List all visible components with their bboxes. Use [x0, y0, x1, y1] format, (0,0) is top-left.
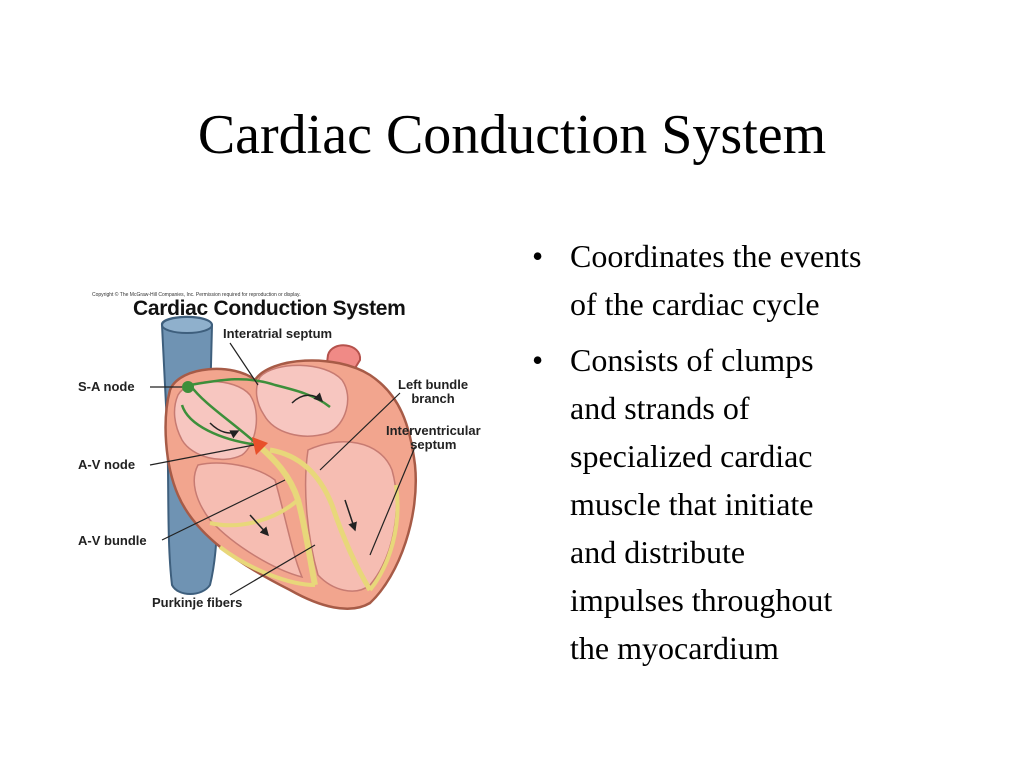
leader-purkinje-fibers [229, 544, 316, 596]
figure-title: Cardiac Conduction System [133, 297, 406, 320]
label-purkinje-fibers: Purkinje fibers [152, 595, 243, 610]
leader-interatrial-septum [229, 342, 259, 386]
heart-diagram [70, 285, 510, 615]
leader-interventricular-septum [369, 446, 416, 556]
label-left-bundle-branch: Left bundle branch [398, 377, 469, 406]
bullet-text: Coordinates the events of the cardiac cy… [570, 238, 862, 322]
sa-node [182, 381, 194, 393]
right-ventricle [193, 462, 304, 579]
bullet-list: • Coordinates the events of the cardiac … [528, 232, 968, 680]
leader-av-bundle [161, 479, 286, 541]
bullet-dot: • [532, 238, 544, 274]
left-atrium [255, 364, 349, 437]
label-interatrial-septum: Interatrial septum [223, 326, 333, 341]
flow-arrow [291, 392, 324, 404]
internodal-pathway [189, 384, 259, 446]
purkinje-fiber [368, 484, 400, 592]
purkinje-fiber [218, 545, 316, 587]
flow-arrow [344, 499, 357, 532]
bullet-item: • Consists of clumps and strands of spec… [528, 336, 968, 672]
leader-left-bundle-branch [319, 392, 401, 471]
bullet-item: • Coordinates the events of the cardiac … [528, 232, 968, 328]
label-av-bundle: A-V bundle [78, 533, 147, 548]
flow-arrow [249, 514, 270, 537]
bullet-dot: • [532, 342, 544, 378]
figure-copyright: Copyright © The McGraw-Hill Companies, I… [92, 292, 301, 298]
page-title: Cardiac Conduction System [197, 104, 827, 166]
label-av-node: A-V node [78, 457, 136, 472]
bullet-text: Consists of clumps and strands of specia… [570, 342, 833, 666]
heart-illustration [149, 315, 417, 610]
left-bundle-fiber [269, 447, 373, 592]
label-sa-node: S-A node [78, 379, 135, 394]
label-interventricular-septum: Interventricular septum [386, 423, 481, 452]
av-node [252, 437, 268, 455]
flow-arrow [209, 422, 240, 439]
leader-av-node [149, 444, 255, 466]
internodal-pathway [189, 377, 331, 408]
vena-cava-opening [161, 316, 213, 334]
internodal-pathway [180, 404, 259, 447]
